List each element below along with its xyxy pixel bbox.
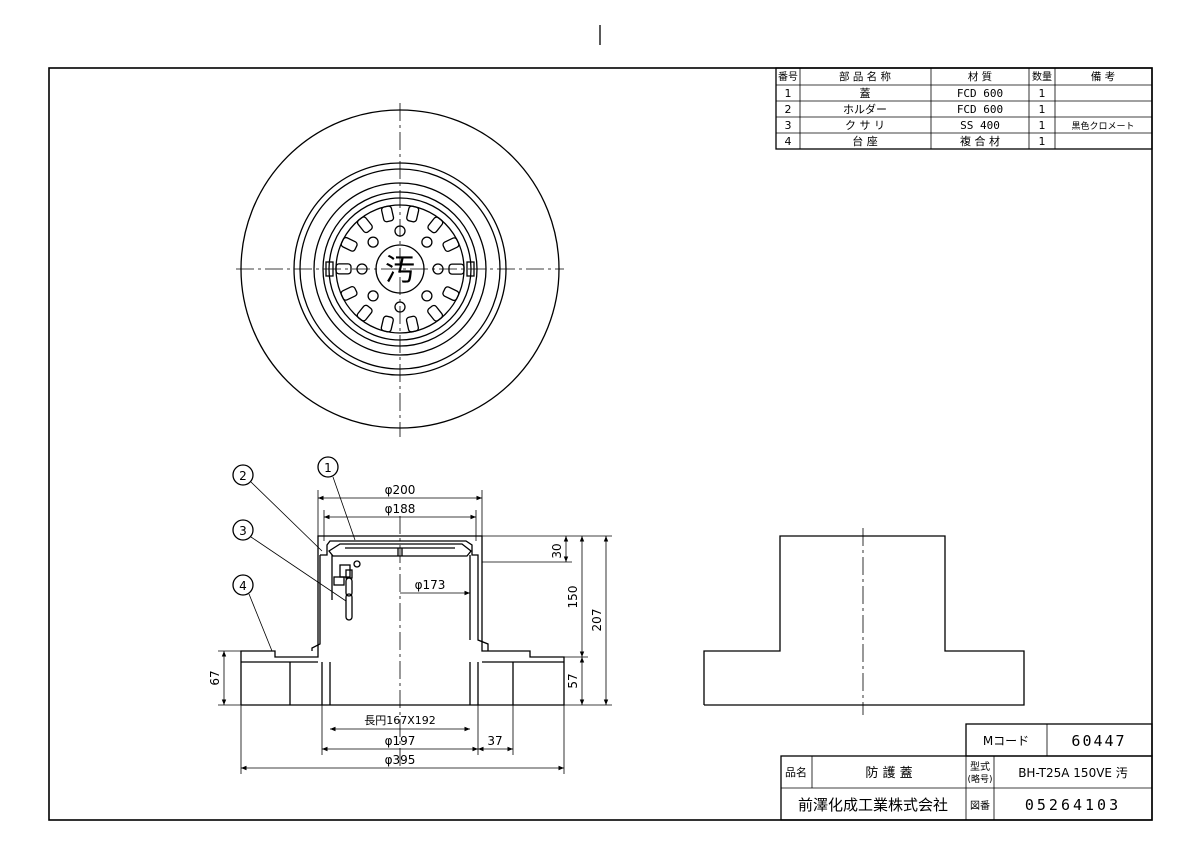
cover-hole <box>394 225 406 237</box>
row3-remarks: 黒色クロメート <box>1071 120 1134 132</box>
row4-qty: 1 <box>1039 135 1046 148</box>
callout-4-label: 4 <box>239 579 247 593</box>
dim-h30: 30 <box>550 543 564 558</box>
row1-no: 1 <box>785 87 792 100</box>
row3-qty: 1 <box>1039 119 1046 132</box>
company-name: 前澤化成工業株式会社 <box>798 796 948 814</box>
row1-qty: 1 <box>1039 87 1046 100</box>
row3-name: ク サ リ <box>845 119 885 132</box>
cover-slot <box>340 285 358 301</box>
row2-name: ホルダー <box>843 102 887 116</box>
cover-hole <box>367 290 379 302</box>
product-value: 防 護 蓋 <box>865 765 912 781</box>
cover-hole <box>421 236 433 248</box>
cover-hole <box>432 263 444 275</box>
dim-h57: 57 <box>566 673 580 688</box>
cover-ventilation-slots <box>335 205 465 333</box>
cover-slot <box>406 205 420 223</box>
cover-slot <box>442 286 460 302</box>
callout-2-label: 2 <box>239 469 247 483</box>
cover-slot <box>427 304 444 322</box>
drawing-no-label: 図番 <box>970 800 990 812</box>
side-elevation <box>703 528 1025 715</box>
row4-material: 複 合 材 <box>960 134 1000 148</box>
dim-h150: 150 <box>566 586 580 609</box>
dim-d188: φ188 <box>385 502 416 516</box>
dim-d200: φ200 <box>385 483 416 497</box>
cover-slot <box>340 236 358 252</box>
model-value: BH-T25A 150VE 汚 <box>1018 766 1128 780</box>
dim-w37: 37 <box>487 734 502 748</box>
model-label-abbr: (略号) <box>967 773 992 785</box>
dim-oval: 長円167X192 <box>364 714 436 727</box>
row1-name: 蓋 <box>860 87 871 100</box>
parts-table: 番号 部 品 名 称 材 質 数量 備 考 1 蓋 FCD 600 1 2 ホル… <box>775 67 1153 150</box>
model-label: 型式 <box>970 760 990 773</box>
cover-slot <box>405 315 420 333</box>
dim-h207: 207 <box>590 609 604 632</box>
section-view <box>240 516 565 770</box>
row2-no: 2 <box>785 103 792 116</box>
cover-slot <box>356 304 373 322</box>
cover-slot <box>427 216 444 234</box>
table-header-remarks: 備 考 <box>1091 70 1115 83</box>
row2-qty: 1 <box>1039 103 1046 116</box>
table-header-material: 材 質 <box>968 70 992 83</box>
table-header-name: 部 品 名 称 <box>839 70 892 83</box>
cover-slot <box>442 237 460 253</box>
row4-name: 台 座 <box>852 134 878 148</box>
cover-hole <box>421 290 433 302</box>
cover-slot <box>335 263 352 275</box>
cover-slot <box>380 315 394 333</box>
drawing-frame <box>48 67 1153 821</box>
cover-emblem-mark: 汚 <box>385 253 415 288</box>
cover-holes <box>356 225 444 313</box>
mcode-label: Mコード <box>983 734 1029 748</box>
cover-slot <box>448 263 465 275</box>
cover-hole <box>367 236 379 248</box>
row3-material: SS 400 <box>960 119 1000 132</box>
product-label: 品名 <box>785 765 807 779</box>
title-block: Mコード 60447 品名 防 護 蓋 型式 (略号) BH-T25A 150V… <box>780 723 1153 821</box>
table-header-qty: 数量 <box>1032 70 1052 83</box>
cover-hole <box>394 301 406 313</box>
cover-hole <box>356 263 368 275</box>
callouts: 1 2 3 4 <box>232 456 356 652</box>
dimensions: φ200 φ188 φ173 30 150 207 57 67 <box>208 483 612 774</box>
mcode-value: 60447 <box>1071 732 1126 750</box>
plan-view: 汚 <box>236 103 564 437</box>
dim-d197: φ197 <box>385 734 416 748</box>
dim-d395: φ395 <box>385 753 416 767</box>
callout-1-label: 1 <box>324 461 332 475</box>
chain <box>333 560 361 621</box>
row3-no: 3 <box>785 119 792 132</box>
dim-h67: 67 <box>208 670 222 685</box>
row4-no: 4 <box>785 135 792 148</box>
dim-d173: φ173 <box>415 578 446 592</box>
cover-emblem-ring <box>375 244 425 294</box>
cover-slot <box>356 216 373 234</box>
row2-material: FCD 600 <box>957 103 1003 116</box>
cover-slot <box>380 205 395 223</box>
table-header-no: 番号 <box>778 71 798 83</box>
row1-material: FCD 600 <box>957 87 1003 100</box>
drawing-no-value: 05264103 <box>1025 796 1121 814</box>
callout-3-label: 3 <box>239 524 247 538</box>
